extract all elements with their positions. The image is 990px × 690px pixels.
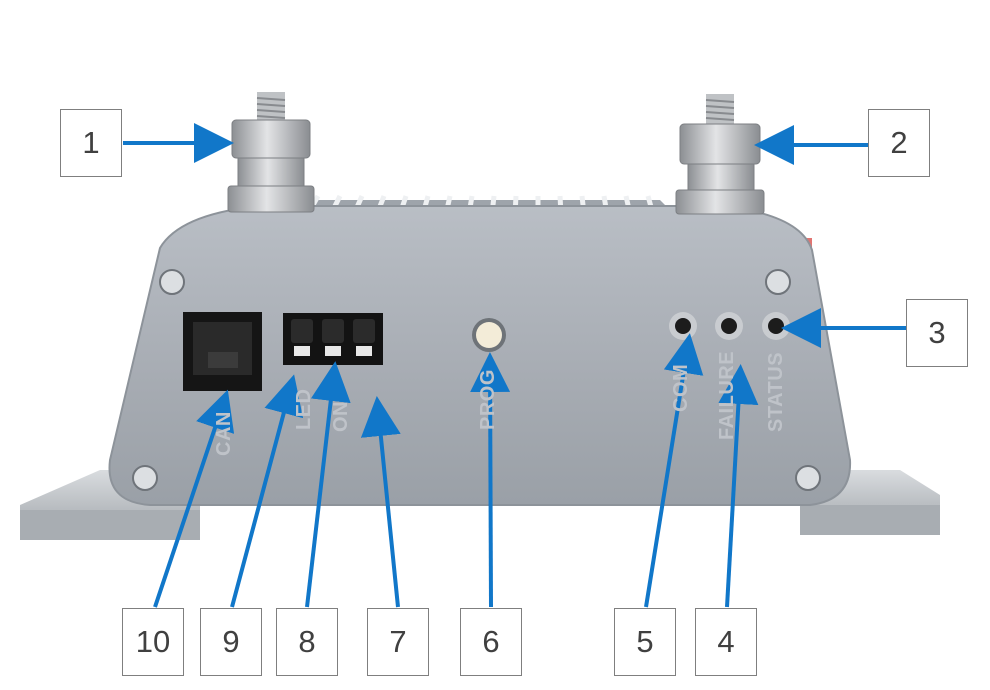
label-led: LED xyxy=(293,388,315,431)
callout-2: 2 xyxy=(868,109,930,177)
arrow-9 xyxy=(230,374,304,608)
status-leds xyxy=(669,312,790,340)
can-port xyxy=(183,312,262,391)
arrow-7 xyxy=(360,396,401,608)
callout-7: 7 xyxy=(367,608,429,676)
terminal-stud-left xyxy=(227,92,315,213)
callout-9: 9 xyxy=(200,608,262,676)
label-status: STATUS xyxy=(765,351,787,432)
arrow-8 xyxy=(305,361,351,608)
label-failure: FAILURE xyxy=(716,350,738,440)
callout-6: 6 xyxy=(460,608,522,676)
label-prog: PROG xyxy=(477,369,499,430)
callout-8: 8 xyxy=(276,608,338,676)
led-on-connector xyxy=(283,313,383,365)
callout-4: 4 xyxy=(695,608,757,676)
callout-1: 1 xyxy=(60,109,122,177)
callout-3: 3 xyxy=(906,299,968,367)
arrow-10 xyxy=(153,389,235,608)
screws xyxy=(132,269,821,491)
arrow-4 xyxy=(718,364,759,608)
label-com: COM xyxy=(670,363,692,412)
label-can: CAN xyxy=(213,411,235,456)
terminal-stud-right xyxy=(675,94,765,215)
prog-button xyxy=(472,318,506,352)
arrow-5 xyxy=(644,333,704,608)
label-on: ON xyxy=(330,401,352,432)
callout-5: 5 xyxy=(614,608,676,676)
arrow-6 xyxy=(470,352,511,608)
callout-10: 10 xyxy=(122,608,184,676)
callout-arrows xyxy=(123,123,907,608)
